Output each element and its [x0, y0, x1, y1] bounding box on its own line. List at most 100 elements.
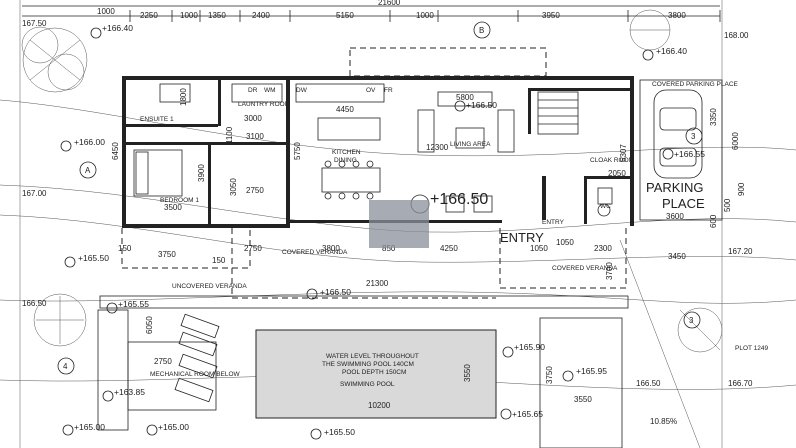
dim-seg-2: 1000: [180, 11, 198, 20]
dim-12300: 12300: [426, 143, 449, 152]
level-parking: +166.55: [674, 149, 705, 159]
sun-loungers: [174, 313, 220, 403]
level-right-bottom: 166.70: [728, 379, 753, 388]
dim-4250: 4250: [440, 244, 458, 253]
dim-5750: 5750: [293, 142, 302, 160]
label-living: LIVING AREA: [450, 141, 491, 148]
level-top-right: +166.40: [656, 46, 687, 56]
dim-5800: 5800: [456, 93, 474, 102]
dim-seg-4: 2400: [252, 11, 270, 20]
dim-850: 850: [382, 244, 396, 253]
dim-900: 900: [737, 182, 746, 196]
interior-dimensions: 4450 5800 3000 3100 1800 1100 6450 3900 …: [111, 88, 746, 404]
dim-6050: 6050: [145, 316, 154, 334]
tag-dr: DR: [248, 87, 258, 94]
label-entry-small: ENTRY: [542, 219, 565, 226]
level-left-166: 166.50: [22, 299, 47, 308]
level-bottom-1: +163.85: [114, 387, 145, 397]
dim-far-left: 1000: [97, 7, 115, 16]
label-uncovered-verandah: UNCOVERED VERANDA: [172, 283, 247, 290]
dim-3550-b: 3550: [574, 395, 592, 404]
dim-6000: 6000: [731, 132, 740, 150]
label-entry: ENTRY: [500, 230, 544, 245]
dim-seg-6: 1000: [416, 11, 434, 20]
pool-note-1: WATER LEVEL THROUGHOUT: [326, 353, 419, 360]
dim-6307: 6307: [619, 144, 628, 162]
dim-3050: 3050: [229, 178, 238, 196]
level-bottom-4: +165.50: [324, 427, 355, 437]
label-covered-verandah-1: COVERED VERANDA: [282, 249, 348, 256]
level-top-left: +166.40: [102, 23, 133, 33]
level-verandah: +166.50: [320, 287, 351, 297]
level-bottom-left-2: +165.55: [118, 299, 149, 309]
dim-seg-1: 2250: [140, 11, 158, 20]
label-kitchen: KITCHEN: [332, 149, 361, 156]
appliance-tags: DR WM DW OV FR: [248, 87, 393, 94]
level-right-top: 168.00: [724, 31, 749, 40]
marker-3-top: 3: [691, 132, 696, 141]
dim-3750-b: 3750: [545, 366, 554, 384]
label-covered-verandah-2: COVERED VERANDA: [552, 265, 618, 272]
label-mechanical: MECHANICAL ROOM BELOW: [150, 371, 241, 378]
dim-3900: 3900: [197, 164, 206, 182]
label-parking-2: PLACE: [662, 196, 705, 211]
dim-2050: 2050: [608, 169, 626, 178]
label-bedroom: BEDROOM 1: [160, 197, 199, 204]
dim-3750: 3750: [158, 250, 176, 259]
dim-left-level: 167.50: [22, 19, 47, 28]
uncovered-verandah: [97, 295, 629, 448]
level-living: +166.50: [466, 100, 497, 110]
dim-2300: 2300: [594, 244, 612, 253]
parking-boundary: [639, 79, 723, 221]
dim-600: 600: [709, 214, 718, 228]
tag-fr: FR: [384, 87, 393, 94]
dim-4450: 4450: [336, 105, 354, 114]
dim-3350: 3350: [709, 108, 718, 126]
label-cloak: CLOAK ROOM: [590, 157, 634, 164]
label-plot: PLOT 1249: [735, 345, 769, 352]
room-labels: ENSUITE 1 LAUNTRY ROOM BEDROOM 1 KITCHEN…: [140, 81, 769, 426]
dim-2750-b: 2750: [244, 244, 262, 253]
level-bottom-3: +165.00: [158, 422, 189, 432]
label-dining: DINING: [334, 157, 357, 164]
dim-6450: 6450: [111, 142, 120, 160]
dim-seg-7: 3950: [542, 11, 560, 20]
pool-width: 10200: [368, 401, 391, 410]
verandah-outlines: [121, 47, 627, 299]
dim-500: 500: [723, 198, 732, 212]
dim-1050-b: 1050: [556, 238, 574, 247]
level-pool-right-2: +165.95: [576, 366, 607, 376]
label-slope: 10.85%: [650, 417, 677, 426]
dim-3100: 3100: [246, 132, 264, 141]
pool-labels: WATER LEVEL THROUGHOUT THE SWIMMING POOL…: [322, 353, 472, 410]
dim-2750-a: 2750: [246, 186, 264, 195]
dim-2750-c: 2750: [154, 357, 172, 366]
label-wc: WC: [600, 203, 611, 210]
dim-seg-3: 1350: [208, 11, 226, 20]
selection-overlay: [369, 200, 429, 248]
tag-ov: OV: [366, 87, 376, 94]
level-right-low: 166.50: [636, 379, 661, 388]
dim-3600: 3600: [666, 212, 684, 221]
pool-note-2: THE SWIMMING POOL 140CM: [322, 361, 414, 368]
dim-3450: 3450: [668, 252, 686, 261]
tag-dw: DW: [296, 87, 308, 94]
marker-3-bottom: 3: [689, 316, 694, 325]
level-left-mid: +166.00: [74, 137, 105, 147]
marker-b: B: [479, 26, 484, 35]
label-parking-1: PARKING: [646, 180, 704, 195]
level-markers: +166.40 +166.40 +166.00 +166.50 +166.50 …: [22, 23, 753, 440]
pool-name: SWIMMING POOL: [340, 381, 395, 388]
dim-150: 150: [118, 244, 132, 253]
swimming-pool: [255, 329, 497, 419]
dim-3800: 3800: [322, 244, 340, 253]
pool-note-3: POOL DEPTH 150CM: [342, 369, 406, 376]
dim-1800: 1800: [179, 88, 188, 106]
level-bottom-5: +165.65: [512, 409, 543, 419]
dim-overall: 21600: [378, 0, 401, 7]
label-laundry: LAUNTRY ROOM: [238, 101, 290, 108]
tag-wm: WM: [264, 87, 276, 94]
level-right-mid: 167.20: [728, 247, 753, 256]
dim-seg-5: 5150: [336, 11, 354, 20]
dim-3500: 3500: [164, 203, 182, 212]
